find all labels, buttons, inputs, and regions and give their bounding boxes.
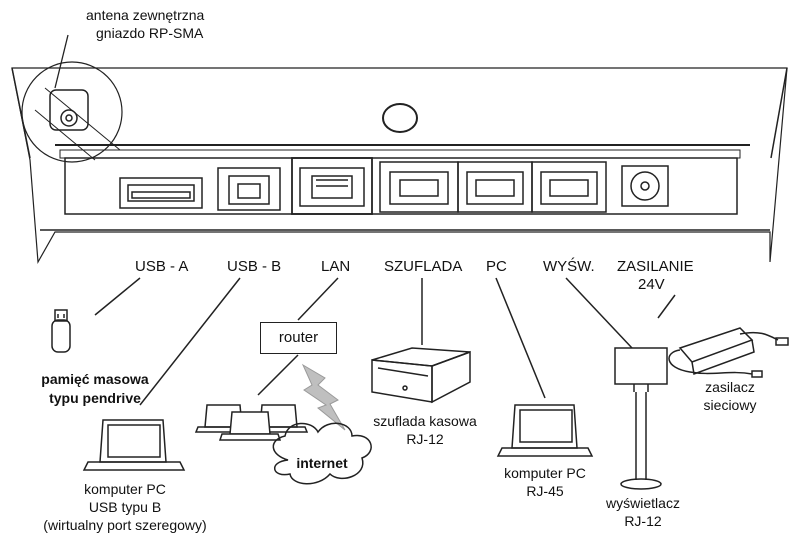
lan-port: [291, 157, 373, 215]
port-label-pc: PC: [486, 258, 507, 275]
display-label-line1: wyświetlacz: [606, 495, 680, 511]
pc-port: [457, 161, 533, 213]
port-label-usb-a: USB - A: [135, 258, 189, 275]
port-label-power-line2: 24V: [638, 276, 665, 293]
cash-drawer-icon: [371, 347, 471, 404]
computer-usb-label-line2: USB typu B: [88, 499, 162, 515]
computer-lan-label-line2: RJ-45: [526, 483, 564, 499]
leader-router-laptops: [257, 354, 299, 396]
port-label-drawer: SZUFLADA: [384, 258, 463, 275]
usb-a-port: [119, 177, 203, 209]
power-adapter-label-line2: sieciowy: [703, 397, 757, 413]
power-socket: [621, 165, 669, 207]
pendrive-icon: [51, 309, 71, 353]
laptop-pc-icon: [496, 404, 594, 457]
power-adapter-icon: [668, 327, 789, 378]
antenna-socket: [21, 34, 123, 163]
leader-display: [565, 277, 633, 349]
internet-cloud-icon: [272, 422, 372, 485]
laptop-usb-icon: [82, 419, 186, 471]
cash-drawer-label-line2: RJ-12: [406, 431, 444, 447]
leader-pc: [495, 277, 546, 399]
display-port: [531, 161, 607, 213]
display-label-line2: RJ-12: [624, 513, 662, 529]
port-label-lan: LAN: [321, 258, 351, 275]
drawer-port: [379, 161, 459, 213]
laptops-lan-icon: [194, 404, 309, 441]
leader-lan: [297, 277, 339, 321]
computer-usb-label-line1: komputer PC: [84, 481, 166, 497]
computer-lan-label-line1: komputer PC: [504, 465, 586, 481]
cash-drawer-label-line1: szuflada kasowa: [373, 413, 477, 429]
port-label-power-line1: ZASILANIE: [617, 258, 694, 275]
pendrive-label-line2: typu pendrive: [49, 390, 141, 406]
computer-usb-label-line3: (wirtualny port szeregowy): [43, 517, 207, 533]
pendrive-label-line1: pamięć masowa: [41, 371, 149, 387]
lightning-icon: [301, 363, 346, 431]
antenna-label-line2: gniazdo RP-SMA: [96, 25, 204, 41]
internet-label: internet: [296, 455, 348, 471]
customer-display-icon: [614, 347, 668, 490]
usb-b-port: [217, 167, 281, 211]
port-label-display: WYŚW.: [543, 258, 595, 275]
leader-power: [657, 294, 676, 319]
device-rear-panel: [11, 67, 788, 265]
leader-usb-b: [139, 277, 241, 406]
antenna-label-line1: antena zewnętrzna: [86, 7, 205, 23]
port-label-usb-b: USB - B: [227, 258, 282, 275]
router-box: router: [260, 322, 337, 354]
power-adapter-label-line1: zasilacz: [705, 379, 755, 395]
leader-usb-a: [94, 277, 141, 316]
